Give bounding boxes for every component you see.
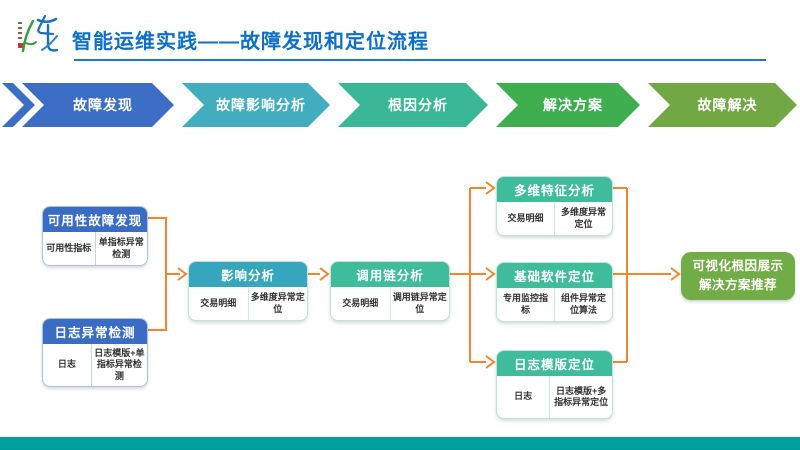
box-cell: 多维度异常定位 <box>247 287 308 320</box>
stage-label: 故障影响分析 <box>216 97 306 113</box>
box-cell: 日志 <box>514 391 533 402</box>
stage-label: 解决方案 <box>543 97 603 113</box>
flow-box-log-anomaly-detection: 日志异常检测 日志 日志模版+单指标异常检测 <box>42 318 148 387</box>
box-cell: 单指标异常检测 <box>94 232 148 265</box>
box-cell: 组件异常定位算法 <box>554 288 612 321</box>
arrow-result <box>627 267 681 281</box>
box-title: 日志异常检测 <box>43 319 147 344</box>
box-title: 影响分析 <box>189 262 307 287</box>
merge-connector <box>147 217 167 331</box>
ribbon-stage-root-cause-analysis: 根因分析 <box>338 83 488 127</box>
flow-box-impact-analysis: 影响分析 交易明细 多维度异常定位 <box>188 261 308 321</box>
brand-logo <box>12 13 60 57</box>
title-underline <box>74 59 766 61</box>
box-cell: 日志 <box>57 359 76 370</box>
box-title: 多维特征分析 <box>497 177 612 202</box>
box-cell: 日志模版+多指标异常定位 <box>549 376 612 418</box>
brand-calligraphy-icon <box>18 14 59 53</box>
result-line: 解决方案推荐 <box>698 278 777 292</box>
flow-box-availability-fault-discovery: 可用性故障发现 可用性指标 单指标异常检测 <box>42 206 148 266</box>
box-cell: 日志模版+单指标异常检测 <box>90 344 147 386</box>
seal-stamp <box>18 43 23 48</box>
ribbon-stage-fault-impact-analysis: 故障影响分析 <box>182 83 330 127</box>
arrow-bottom <box>470 355 496 369</box>
box-cell: 调用链异常定位 <box>389 287 450 320</box>
result-box: 可视化根因展示 解决方案推荐 <box>681 252 795 300</box>
flow-box-call-chain-analysis: 调用链分析 交易明细 调用链异常定位 <box>330 261 450 321</box>
flow-box-log-template-locating: 日志模版定位 日志 日志模版+多指标异常定位 <box>496 350 613 419</box>
box-cell: 交易明细 <box>200 297 237 308</box>
arrow-top <box>470 181 496 195</box>
arrow-mid <box>470 267 496 281</box>
fanout-connector <box>449 188 471 362</box>
process-ribbon: 故障发现 故障影响分析 根因分析 解决方案 故障解决 <box>0 83 800 127</box>
box-title: 调用链分析 <box>331 262 449 287</box>
footer-bar <box>0 437 800 450</box>
box-title: 可用性故障发现 <box>43 207 147 232</box>
stage-label: 故障解决 <box>697 97 758 113</box>
ribbon-stage-fault-discovery: 故障发现 <box>22 83 174 127</box>
box-title: 日志模版定位 <box>497 351 612 376</box>
box-cell: 交易明细 <box>507 212 544 223</box>
ribbon-stage-solution: 解决方案 <box>496 83 640 127</box>
fanin-connector <box>612 187 628 363</box>
flow-box-multidim-feature-analysis: 多维特征分析 交易明细 多维度异常定位 <box>496 176 613 236</box>
arrowhead <box>177 267 188 281</box>
ribbon-stage-fault-resolved: 故障解决 <box>648 83 797 127</box>
slide-title: 智能运维实践——故障发现和定位流程 <box>72 31 429 53</box>
box-title: 基础软件定位 <box>497 263 612 288</box>
stage-label: 故障发现 <box>73 97 133 113</box>
stage-label: 根因分析 <box>388 97 448 113</box>
flow-box-base-software-locating: 基础软件定位 专用监控指标 组件异常定位算法 <box>496 262 613 322</box>
box-cell: 可用性指标 <box>46 242 92 253</box>
box-cell: 专用监控指标 <box>502 293 548 315</box>
result-line: 可视化根因展示 <box>692 258 784 273</box>
arrowhead <box>319 267 330 281</box>
box-cell: 多维度异常定位 <box>554 202 612 235</box>
box-cell: 交易明细 <box>342 297 379 308</box>
